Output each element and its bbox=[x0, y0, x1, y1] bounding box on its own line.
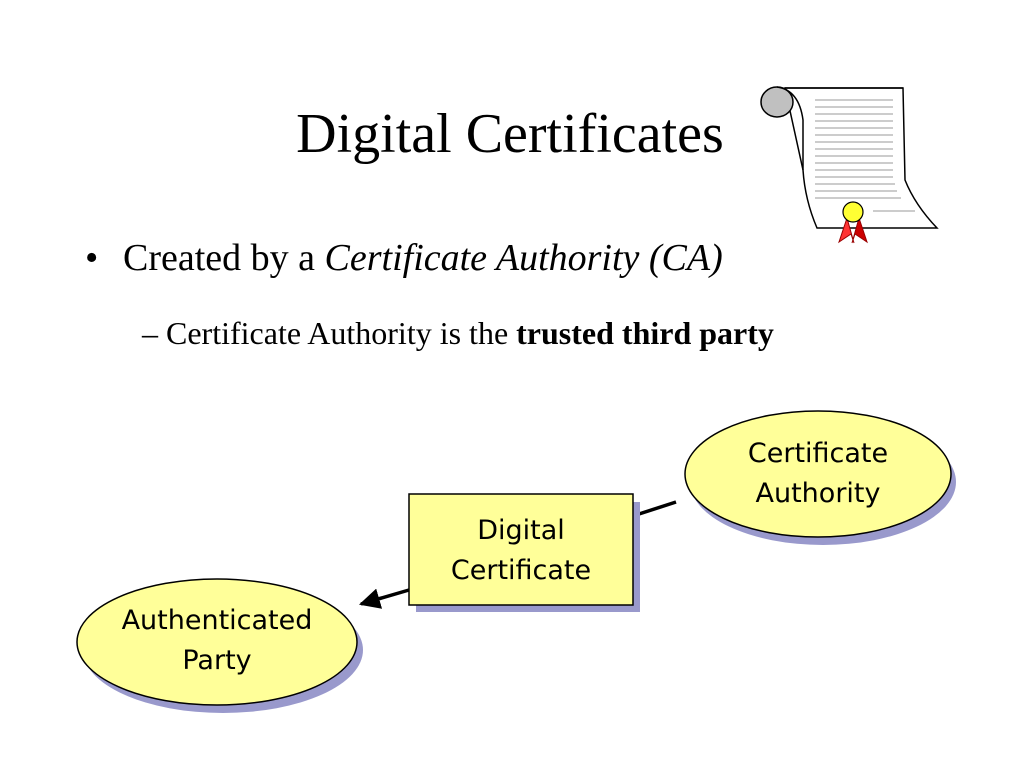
sub-bullet-strong: trusted third party bbox=[516, 315, 774, 351]
ribbon-seal-icon bbox=[838, 201, 868, 244]
authenticated-party-label-line-1: Authenticated bbox=[121, 605, 313, 636]
bullet-item: • Created by a Certificate Authority (CA) bbox=[85, 232, 723, 284]
certificate-authority-label-line-2: Authority bbox=[755, 478, 881, 509]
digital-certificate-label: Digital Certificate bbox=[409, 511, 633, 591]
bullet-text: Created by a bbox=[123, 237, 325, 279]
digital-certificate-label-line-1: Digital bbox=[477, 515, 565, 546]
certificate-authority-label-line-1: Certificate bbox=[747, 438, 889, 469]
slide-title: Digital Certificates bbox=[296, 103, 724, 165]
connector-ca-to-certificate bbox=[638, 500, 677, 516]
sub-bullet-item: – Certificate Authority is the trusted t… bbox=[142, 311, 774, 355]
bullet-emphasis: Certificate Authority (CA) bbox=[324, 237, 723, 279]
authenticated-party-label-line-2: Party bbox=[182, 645, 252, 676]
sub-bullet-text: Certificate Authority is the bbox=[158, 315, 517, 351]
certificate-authority-node bbox=[684, 410, 952, 538]
authenticated-party-node bbox=[76, 578, 358, 706]
bullet-dot: • bbox=[85, 237, 99, 279]
certificate-scroll-icon bbox=[760, 86, 939, 244]
sub-bullet-dash: – bbox=[142, 315, 158, 351]
authenticated-party-label: Authenticated Party bbox=[77, 601, 357, 681]
digital-certificate-node bbox=[408, 493, 634, 606]
digital-certificate-label-line-2: Certificate bbox=[450, 555, 592, 586]
certificate-authority-label: Certificate Authority bbox=[688, 434, 948, 514]
connector-certificate-to-party bbox=[358, 588, 410, 609]
